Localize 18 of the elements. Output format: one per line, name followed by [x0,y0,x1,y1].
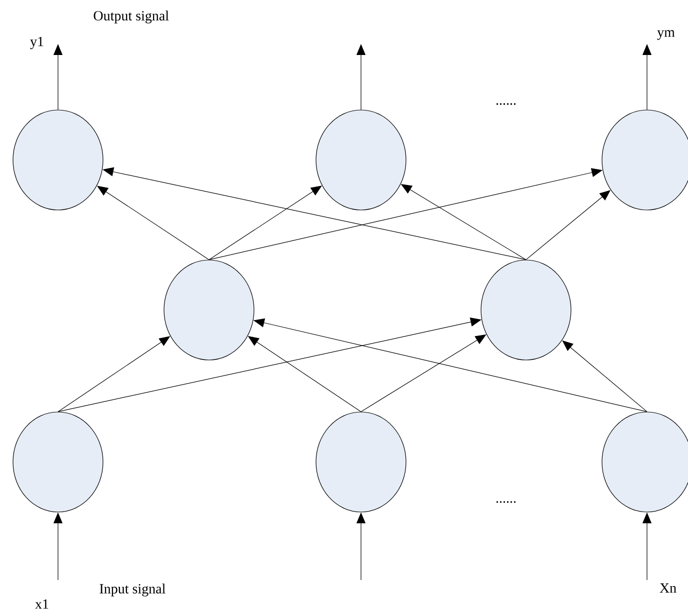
neuron-circle [480,260,572,360]
arrow [208,186,322,260]
neuron-circle [12,110,104,210]
neuron-circle [12,412,104,512]
input-label: Xn [660,583,676,593]
arrow [102,167,526,260]
output-label: y1 [30,36,44,50]
neuron-circle [164,260,254,360]
ellipsis: ...... [496,501,516,503]
neuron-circle [602,110,688,210]
layer-label: Output signal [94,10,169,24]
neuron-circle [602,412,688,512]
neuron-circle [316,412,406,512]
ellipsis: ...... [496,103,516,105]
neuron-circle [316,110,406,210]
layer-label: Input signal [100,584,166,596]
input-label: x1 [35,599,48,609]
output-label: ym [657,30,675,40]
